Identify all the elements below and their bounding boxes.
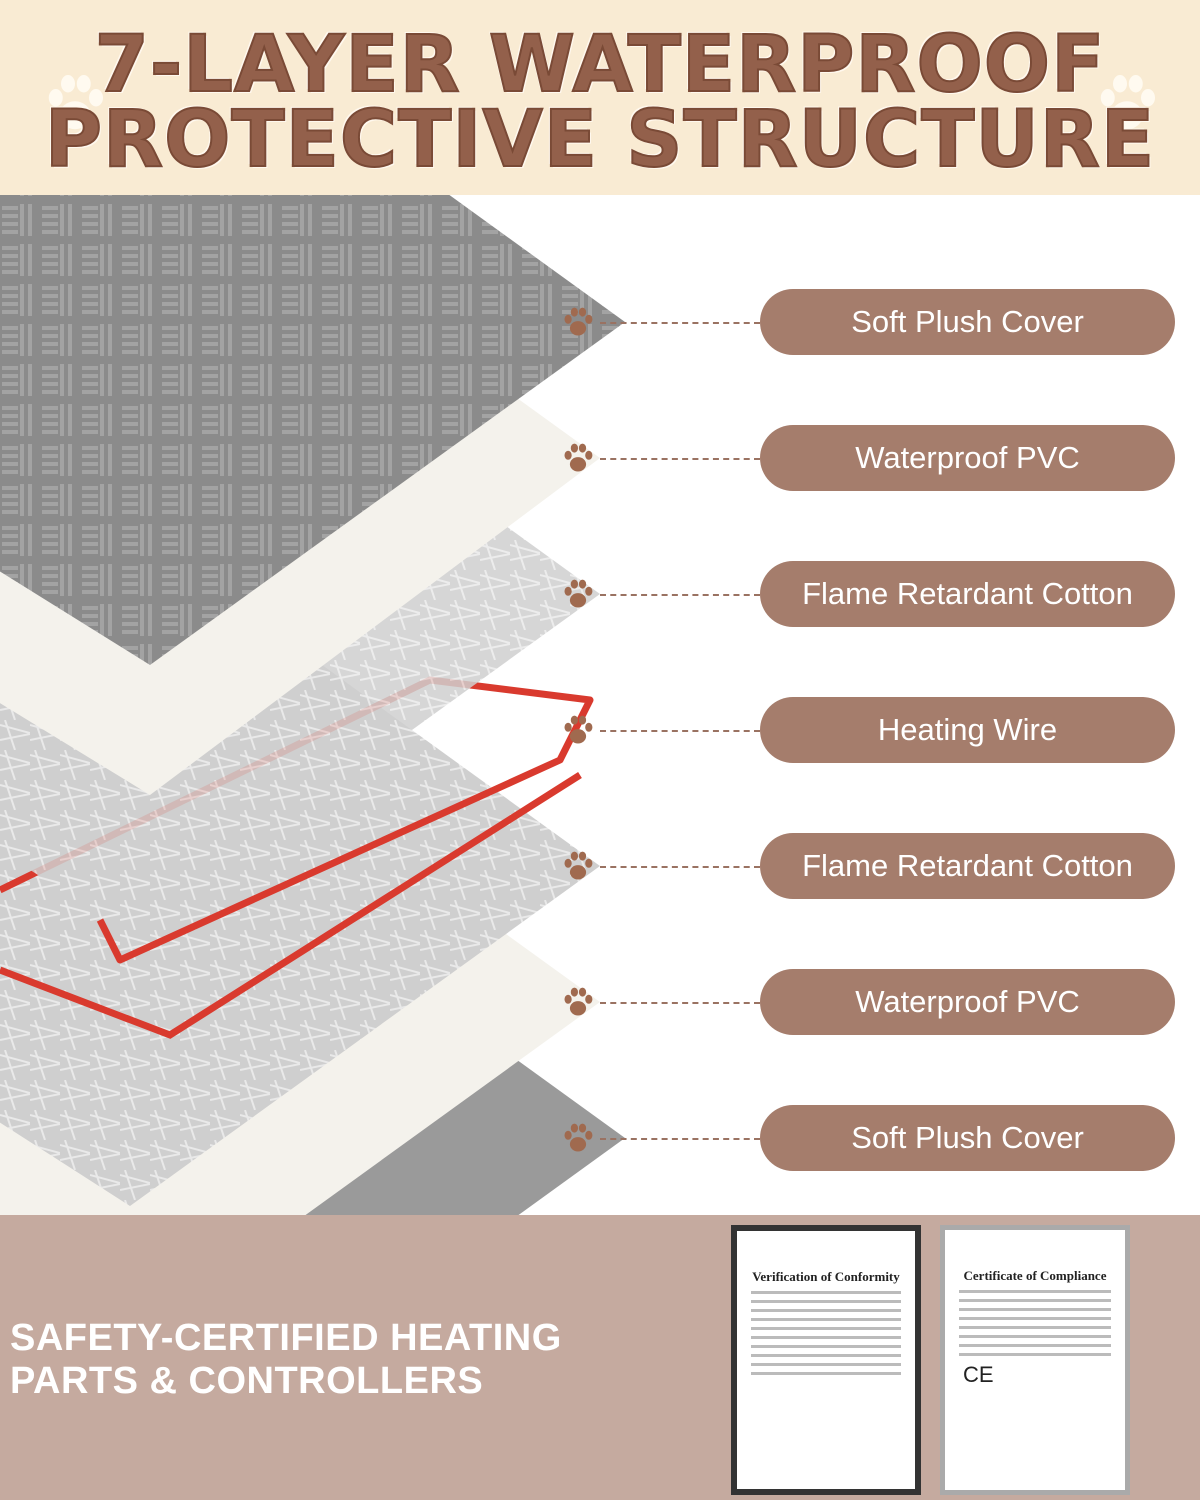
layer-label-pill: Flame Retardant Cotton	[760, 561, 1175, 627]
layer-label: Waterproof PVC	[855, 984, 1080, 1019]
layer-label-pill: Heating Wire	[760, 697, 1175, 763]
paw-icon	[564, 987, 593, 1016]
connector-line	[600, 322, 760, 324]
layer-illustration	[0, 195, 625, 1215]
layer-label-pill: Soft Plush Cover	[760, 289, 1175, 355]
footer-banner: SAFETY-CERTIFIED HEATING PARTS & CONTROL…	[0, 1215, 1200, 1500]
layer-label-pill: Waterproof PVC	[760, 969, 1175, 1035]
layer-label: Flame Retardant Cotton	[802, 576, 1133, 611]
connector-line	[600, 730, 760, 732]
layer-label-pill: Soft Plush Cover	[760, 1105, 1175, 1171]
paw-icon	[48, 75, 103, 130]
safety-heading-line-2: PARTS & CONTROLLERS	[10, 1360, 484, 1402]
paw-icon	[564, 715, 593, 744]
layer-label-pill: Flame Retardant Cotton	[760, 833, 1175, 899]
paw-icon	[564, 851, 593, 880]
paw-icon	[564, 307, 593, 336]
connector-line	[600, 866, 760, 868]
title-line-1: 7-LAYER WATERPROOF	[94, 19, 1106, 111]
layer-soft-plush-top	[0, 195, 625, 665]
layer-label: Soft Plush Cover	[851, 304, 1084, 339]
connector-line	[600, 458, 760, 460]
paw-icon	[1100, 75, 1155, 130]
layer-label: Waterproof PVC	[855, 440, 1080, 475]
title-line-2: PROTECTIVE STRUCTURE	[44, 94, 1156, 186]
certificate-of-compliance: Certificate of Compliance CE	[940, 1225, 1130, 1495]
cert-title: Verification of Conformity	[752, 1269, 900, 1284]
safety-heading-line-1: SAFETY-CERTIFIED HEATING	[10, 1317, 562, 1359]
layer-label: Flame Retardant Cotton	[802, 848, 1133, 883]
paw-icon	[564, 443, 593, 472]
layer-label-pill: Waterproof PVC	[760, 425, 1175, 491]
connector-line	[600, 1002, 760, 1004]
connector-line	[600, 594, 760, 596]
paw-icon	[564, 579, 593, 608]
certificate-verification-of-conformity: Verification of Conformity	[731, 1225, 921, 1495]
layer-label: Soft Plush Cover	[851, 1120, 1084, 1155]
ce-mark: CE	[963, 1362, 994, 1387]
connector-line	[600, 1138, 760, 1140]
paw-icon	[564, 1123, 593, 1152]
layer-label: Heating Wire	[877, 712, 1058, 747]
header-banner: 7-LAYER WATERPROOF PROTECTIVE STRUCTURE	[0, 0, 1200, 195]
cert-title: Certificate of Compliance	[963, 1268, 1107, 1283]
